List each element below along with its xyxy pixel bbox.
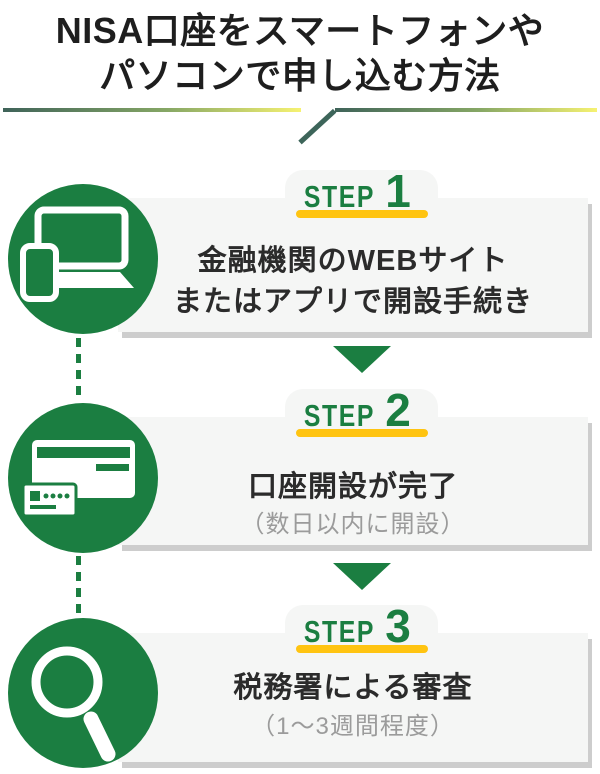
step-2-note: （数日以内に開設） xyxy=(240,511,466,538)
divider-slash xyxy=(298,108,337,145)
step-3-card xyxy=(118,633,588,762)
step-1-card xyxy=(118,198,588,332)
page-title-line-1: NISA口座をスマートフォンや xyxy=(55,10,545,51)
step-2-label: STEP 2 xyxy=(118,384,588,436)
step-3-underline xyxy=(296,645,428,653)
step-2-icon-badge xyxy=(8,403,158,553)
step-3-label-word: STEP xyxy=(304,614,376,649)
page-title: NISA口座をスマートフォンや パソコンで申し込む方法 xyxy=(0,8,600,98)
step-2-card xyxy=(118,417,588,545)
step-1-heading-line-2: またはアプリで開設手続き xyxy=(172,286,533,318)
step-3-note: （1〜3週間程度） xyxy=(251,713,455,740)
step-1-icon-badge xyxy=(8,184,158,334)
step-1-label-word: STEP xyxy=(304,179,376,214)
step-3-label: STEP 3 xyxy=(118,600,588,652)
step-2-label-number: 2 xyxy=(385,384,411,436)
step-1-underline xyxy=(296,210,428,218)
step-1-heading-line-1: 金融機関のWEBサイト xyxy=(197,245,509,277)
dotted-connector-2 xyxy=(76,556,81,617)
step-1-label: STEP 1 xyxy=(118,165,588,217)
laptop-smartphone-icon xyxy=(20,206,134,302)
step-2-underline xyxy=(296,429,428,437)
step-3-heading-line-1: 税務署による審査 xyxy=(233,672,473,704)
arrow-down-icon-1 xyxy=(333,346,391,373)
arrow-down-icon-2 xyxy=(333,563,391,590)
step-1-label-number: 1 xyxy=(385,165,411,217)
dotted-connector-1 xyxy=(76,338,81,402)
step-3-label-number: 3 xyxy=(385,600,411,652)
step-3-icon-badge xyxy=(8,618,158,768)
divider-line-right xyxy=(335,108,597,112)
step-2-label-word: STEP xyxy=(304,398,376,433)
step-2-heading-line-1: 口座開設が完了 xyxy=(247,471,458,503)
magnifier-icon xyxy=(31,646,116,762)
page-title-line-2: パソコンで申し込む方法 xyxy=(99,55,501,96)
bank-card-icon xyxy=(21,440,135,518)
divider-line-left xyxy=(3,108,301,112)
